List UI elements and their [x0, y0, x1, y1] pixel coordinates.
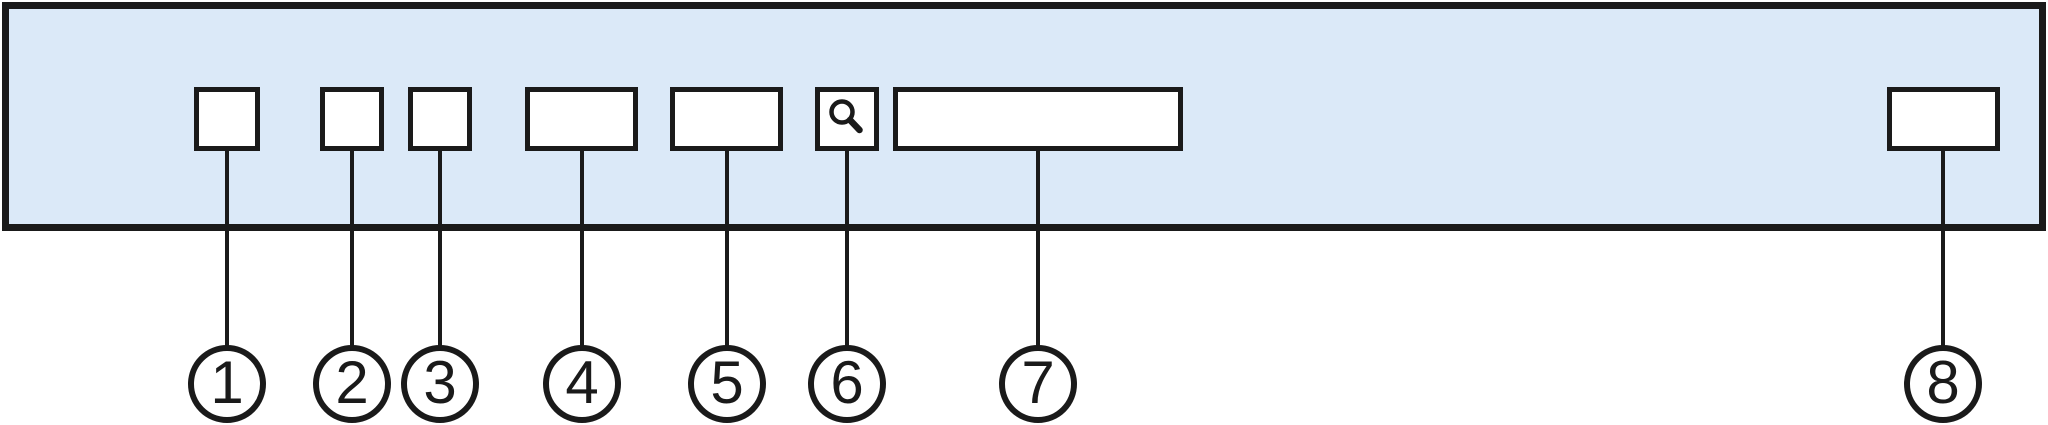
toolbar-box-8[interactable] — [1887, 87, 2000, 151]
callout-label-2: 2 — [335, 349, 369, 416]
callout-line-5 — [725, 150, 729, 347]
callout-label-7: 7 — [1021, 349, 1055, 416]
toolbar-box-5[interactable] — [670, 87, 783, 151]
callout-label-1: 1 — [210, 349, 244, 416]
callout-label-6: 6 — [830, 349, 864, 416]
toolbar-box-3[interactable] — [408, 87, 472, 151]
callout-label-3: 3 — [423, 349, 457, 416]
callout-circle-4: 4 — [543, 345, 621, 423]
callout-circle-2: 2 — [313, 345, 391, 423]
callout-line-2 — [350, 150, 354, 347]
toolbar-box-1[interactable] — [194, 87, 260, 151]
callout-line-8 — [1941, 150, 1945, 347]
callout-line-4 — [580, 150, 584, 347]
callout-circle-3: 3 — [401, 345, 479, 423]
callout-line-7 — [1036, 150, 1040, 347]
callout-circle-6: 6 — [808, 345, 886, 423]
callout-label-4: 4 — [565, 349, 599, 416]
callout-circle-8: 8 — [1904, 345, 1982, 423]
callout-circle-7: 7 — [999, 345, 1077, 423]
callout-line-6 — [845, 150, 849, 347]
callout-circle-1: 1 — [188, 345, 266, 423]
callout-line-1 — [225, 150, 229, 347]
callout-line-3 — [438, 150, 442, 347]
toolbar-box-4[interactable] — [525, 87, 638, 151]
callout-label-5: 5 — [710, 349, 744, 416]
toolbar-wide-field[interactable] — [893, 87, 1183, 151]
callout-label-8: 8 — [1926, 349, 1960, 416]
search-icon — [829, 99, 863, 134]
toolbar-box-2[interactable] — [320, 87, 384, 151]
toolbar-search-box[interactable] — [815, 87, 879, 151]
callout-circle-5: 5 — [688, 345, 766, 423]
